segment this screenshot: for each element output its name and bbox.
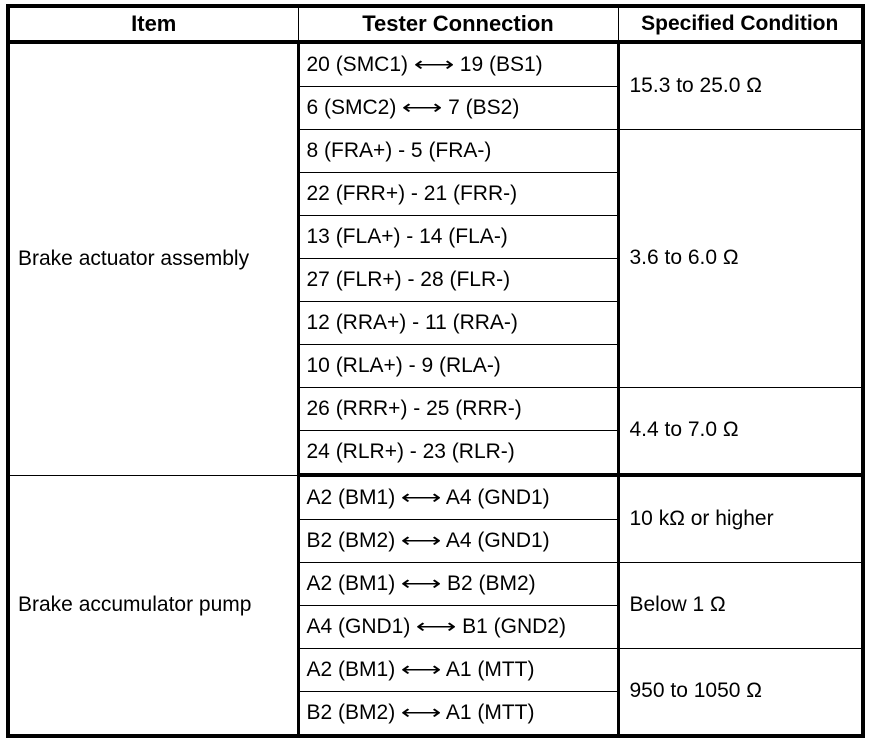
tester-connection-cell: 27 (FLR+) - 28 (FLR-) [297, 258, 620, 302]
tester-connection-cell: B2 (BM2) ⟷ A1 (MTT) [297, 691, 620, 737]
table-row: 24 (RLR+) - 23 (RLR-) [8, 430, 863, 477]
connection-text: 20 (SMC1) ⟷ 19 (BS1) [306, 52, 543, 76]
table-header: Item Tester Connection Specified Conditi… [7, 5, 864, 44]
column-header-tester-connection: Tester Connection [297, 5, 619, 44]
table-row: 27 (FLR+) - 28 (FLR-) [8, 258, 863, 302]
connection-text: A2 (BM1) ⟷ A1 (MTT) [306, 657, 535, 681]
table-row: 10 (RLA+) - 9 (RLA-) [8, 344, 863, 388]
connection-text: B2 (BM2) ⟷ A1 (MTT) [306, 700, 535, 724]
connection-text: 26 (RRR+) - 25 (RRR-) [306, 396, 522, 420]
column-header-item: Item [7, 5, 299, 44]
tester-connection-cell: 12 (RRA+) - 11 (RRA-) [297, 301, 620, 345]
table-row: 8 (FRA+) - 5 (FRA-) 3.6 to 6.0 Ω [8, 129, 864, 388]
connection-text: 13 (FLA+) - 14 (FLA-) [306, 224, 508, 248]
specification-table-container: Item Tester Connection Specified Conditi… [6, 4, 865, 738]
tester-connection-cell: 6 (SMC2) ⟷ 7 (BS2) [297, 86, 620, 130]
tester-connection-cell: B2 (BM2) ⟷ A4 (GND1) [297, 519, 620, 563]
tester-connection-cell: A2 (BM1) ⟷ A4 (GND1) [297, 474, 620, 520]
connection-text: A2 (BM1) ⟷ A4 (GND1) [306, 485, 550, 509]
table-row: A2 (BM1) ⟷ B2 (BM2) Below 1 Ω [8, 562, 864, 649]
specification-table: Item Tester Connection Specified Conditi… [6, 4, 865, 738]
double-arrow-icon: ⟷ [415, 614, 457, 638]
connection-text: 12 (RRA+) - 11 (RRA-) [306, 310, 518, 334]
tester-connection-cell: A4 (GND1) ⟷ B1 (GND2) [297, 605, 620, 649]
connection-text: A2 (BM1) ⟷ B2 (BM2) [306, 571, 536, 595]
connection-text: 6 (SMC2) ⟷ 7 (BS2) [306, 95, 520, 119]
tester-connection-cell: 24 (RLR+) - 23 (RLR-) [297, 430, 620, 477]
tester-connection-cell: 8 (FRA+) - 5 (FRA-) [297, 129, 620, 173]
tester-connection-cell: 26 (RRR+) - 25 (RRR-) [297, 387, 620, 431]
double-arrow-icon: ⟷ [400, 571, 442, 595]
specified-condition-cell: 3.6 to 6.0 Ω [617, 129, 864, 388]
tester-connection-cell: 10 (RLA+) - 9 (RLA-) [297, 344, 620, 388]
table-row: 12 (RRA+) - 11 (RRA-) [8, 301, 863, 345]
table-row: 13 (FLA+) - 14 (FLA-) [8, 215, 863, 259]
item-cell: Brake accumulator pump [7, 474, 300, 737]
table-row: 6 (SMC2) ⟷ 7 (BS2) [8, 86, 863, 130]
table-header-row: Item Tester Connection Specified Conditi… [7, 5, 864, 44]
connection-text: 8 (FRA+) - 5 (FRA-) [306, 138, 492, 162]
item-cell: Brake actuator assembly [7, 41, 300, 476]
tester-connection-cell: A2 (BM1) ⟷ A1 (MTT) [297, 648, 620, 692]
double-arrow-icon: ⟷ [413, 52, 455, 76]
double-arrow-icon: ⟷ [400, 485, 442, 509]
specified-condition-cell: Below 1 Ω [617, 562, 864, 649]
table-row: 26 (RRR+) - 25 (RRR-) 4.4 to 7.0 Ω [8, 387, 864, 477]
double-arrow-icon: ⟷ [400, 657, 442, 681]
connection-text: 27 (FLR+) - 28 (FLR-) [306, 267, 511, 291]
tester-connection-cell: A2 (BM1) ⟷ B2 (BM2) [297, 562, 620, 606]
specified-condition-cell: 15.3 to 25.0 Ω [617, 41, 864, 130]
double-arrow-icon: ⟷ [400, 528, 442, 552]
connection-text: B2 (BM2) ⟷ A4 (GND1) [306, 528, 550, 552]
connection-text: 24 (RLR+) - 23 (RLR-) [306, 439, 515, 463]
connection-text: A4 (GND1) ⟷ B1 (GND2) [306, 614, 566, 638]
tester-connection-cell: 13 (FLA+) - 14 (FLA-) [297, 215, 620, 259]
specified-condition-cell: 10 kΩ or higher [617, 474, 864, 563]
tester-connection-cell: 22 (FRR+) - 21 (FRR-) [297, 172, 620, 216]
double-arrow-icon: ⟷ [401, 95, 443, 119]
connection-text: 22 (FRR+) - 21 (FRR-) [306, 181, 518, 205]
table-row: A2 (BM1) ⟷ A1 (MTT) 950 to 1050 Ω [8, 648, 864, 737]
table-row: 22 (FRR+) - 21 (FRR-) [8, 172, 863, 216]
double-arrow-icon: ⟷ [400, 700, 442, 724]
specified-condition-cell: 950 to 1050 Ω [617, 648, 864, 737]
connection-text: 10 (RLA+) - 9 (RLA-) [306, 353, 501, 377]
column-header-specified-condition: Specified Condition [617, 5, 864, 44]
specified-condition-cell: 4.4 to 7.0 Ω [617, 387, 864, 477]
tester-connection-cell: 20 (SMC1) ⟷ 19 (BS1) [297, 41, 620, 87]
